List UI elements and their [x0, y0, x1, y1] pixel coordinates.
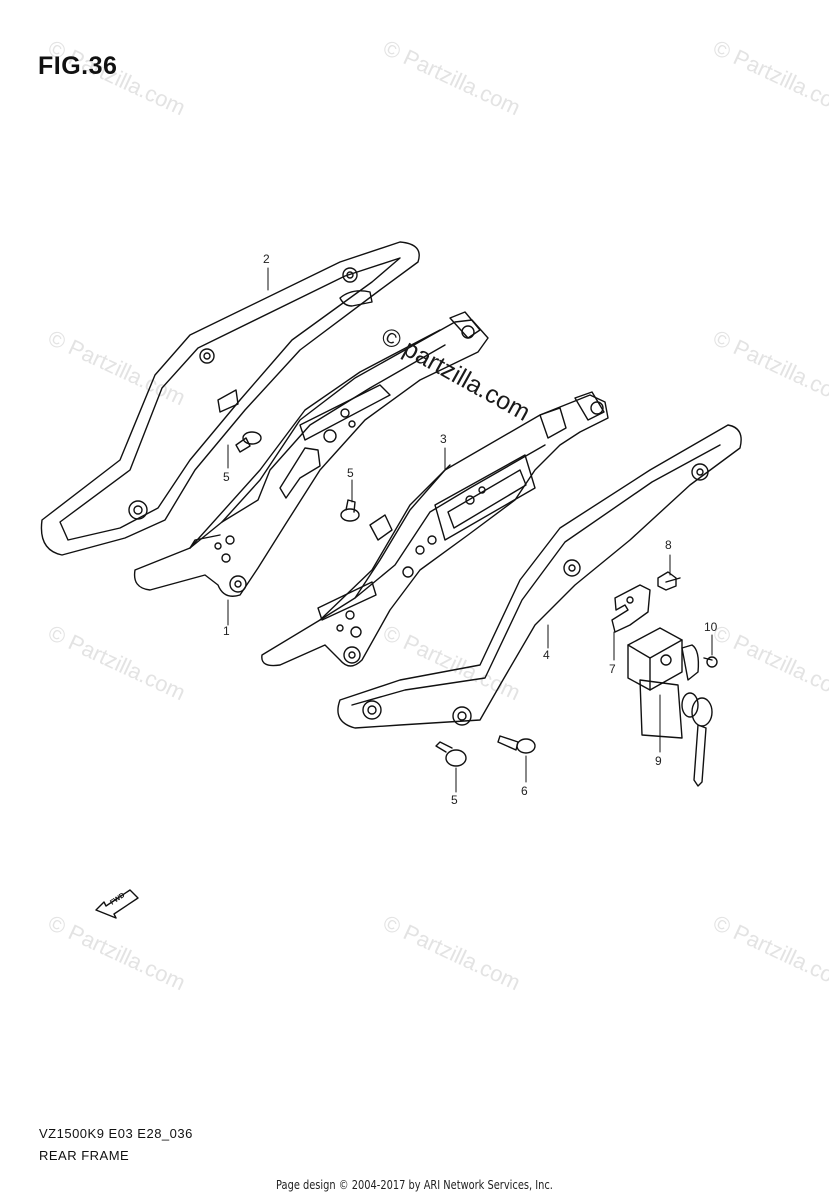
part-2-left-cover[interactable]	[40, 241, 420, 556]
part-6-bolt[interactable]	[497, 735, 536, 754]
footer-copyright: Page design © 2004-2017 by ARI Network S…	[276, 1178, 553, 1192]
part-5-screw[interactable]	[435, 741, 467, 767]
figure-name: REAR FRAME	[39, 1148, 130, 1163]
fwd-arrow-icon: FWD	[95, 889, 139, 919]
model-code: VZ1500K9 E03 E28_036	[39, 1126, 193, 1141]
callout-3: 3	[440, 432, 447, 446]
figure-title: FIG.36	[38, 52, 118, 80]
part-7-bracket[interactable]	[611, 584, 651, 633]
callout-2: 2	[263, 252, 270, 266]
callout-7: 7	[609, 662, 616, 676]
part-9-lock-and-keys[interactable]	[627, 627, 713, 787]
callout-4: 4	[543, 648, 550, 662]
callout-5: 5	[223, 470, 230, 484]
callout-10: 10	[704, 620, 718, 634]
part-10-screw[interactable]	[703, 656, 718, 668]
part-3-right-frame[interactable]	[261, 391, 609, 667]
leader-lines	[227, 267, 713, 793]
part-5-screw[interactable]	[235, 431, 262, 453]
part-1-left-frame[interactable]	[133, 311, 489, 597]
callout-8: 8	[665, 538, 672, 552]
part-8-bolt[interactable]	[657, 571, 681, 591]
callout-1: 1	[223, 624, 230, 638]
callout-6: 6	[521, 784, 528, 798]
callout-5: 5	[451, 793, 458, 807]
callout-9: 9	[655, 754, 662, 768]
part-5-screw[interactable]	[340, 499, 360, 522]
callout-5: 5	[347, 466, 354, 480]
part-4-right-cover[interactable]	[337, 424, 742, 729]
